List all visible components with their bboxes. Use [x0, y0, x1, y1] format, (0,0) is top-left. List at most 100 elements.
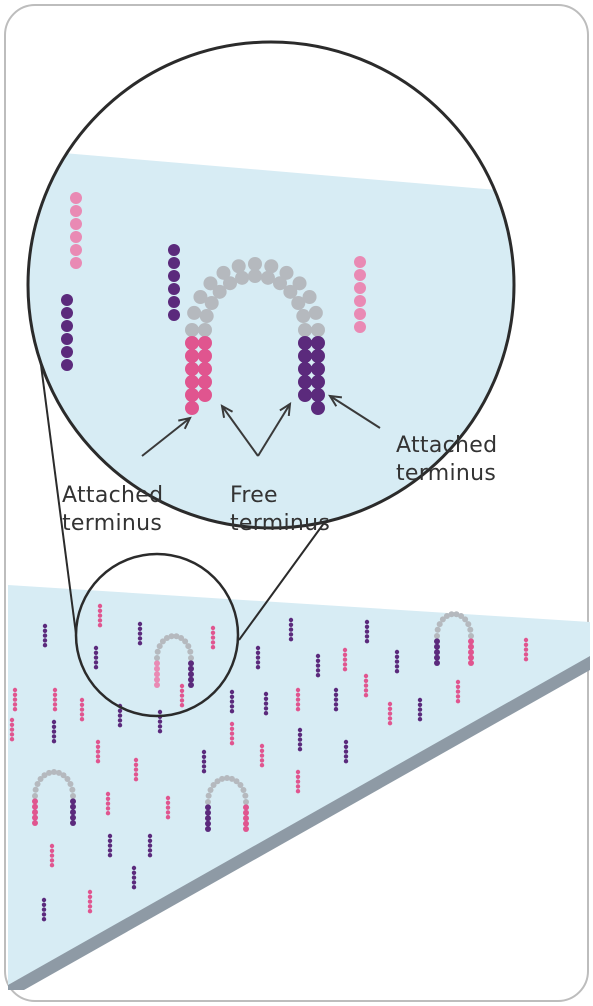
- strand-dot: [53, 697, 57, 701]
- strand-dot: [134, 777, 138, 781]
- bridge-dot: [200, 309, 214, 323]
- strand-dot: [456, 699, 460, 703]
- bridge-dot: [205, 826, 211, 832]
- strand-dot: [80, 703, 84, 707]
- strand-dot: [52, 720, 56, 724]
- strand-dot: [296, 707, 300, 711]
- strand-dot: [260, 749, 264, 753]
- strand-dot: [334, 693, 338, 697]
- bridge-dot: [468, 649, 474, 655]
- bridge-dot: [32, 798, 38, 804]
- strand-dot: [88, 904, 92, 908]
- strand-dot: [230, 731, 234, 735]
- strand-dot: [456, 680, 460, 684]
- bridge-dot: [434, 644, 440, 650]
- strand-dot: [106, 797, 110, 801]
- bridge-dot: [232, 259, 246, 273]
- label-line: Attached: [396, 432, 497, 460]
- strand-dot: [180, 693, 184, 697]
- strand-dot: [230, 722, 234, 726]
- surface-strand: [456, 680, 460, 704]
- strand-dot: [316, 654, 320, 658]
- strand-dot: [166, 796, 170, 800]
- strand-dot: [13, 693, 17, 697]
- strand-dot: [230, 709, 234, 713]
- surface-strand: [148, 834, 152, 858]
- strand-dot: [354, 308, 366, 320]
- strand-dot: [418, 707, 422, 711]
- surface-strand: [134, 758, 138, 782]
- strand-dot: [108, 843, 112, 847]
- strand-dot: [148, 848, 152, 852]
- strand-dot: [13, 707, 17, 711]
- strand-dot: [230, 736, 234, 740]
- strand-dot: [94, 660, 98, 664]
- strand-dot: [134, 763, 138, 767]
- strand-dot: [211, 645, 215, 649]
- bridge-dot: [468, 644, 474, 650]
- strand-dot: [289, 618, 293, 622]
- strand-dot: [10, 723, 14, 727]
- surface-strand: [108, 834, 112, 858]
- surface-strand: [256, 646, 260, 670]
- strand-dot: [88, 890, 92, 894]
- strand-dot: [52, 739, 56, 743]
- strand-dot: [50, 844, 54, 848]
- bridge-dot: [311, 323, 325, 337]
- strand-dot: [94, 651, 98, 655]
- strand-dot: [316, 668, 320, 672]
- bridge-dot: [243, 815, 249, 821]
- strand-dot: [166, 805, 170, 809]
- bridge-dot: [293, 276, 307, 290]
- strand-dot: [88, 899, 92, 903]
- surface-strand: [298, 728, 302, 752]
- strand-dot: [298, 747, 302, 751]
- strand-dot: [168, 244, 180, 256]
- strand-dot: [211, 626, 215, 630]
- strand-dot: [296, 702, 300, 706]
- bridge-dot: [311, 336, 325, 350]
- strand-dot: [50, 853, 54, 857]
- strand-dot: [106, 792, 110, 796]
- strand-dot: [289, 627, 293, 631]
- strand-dot: [364, 688, 368, 692]
- bridge-dot: [70, 804, 76, 810]
- surface-strand: [106, 792, 110, 816]
- strand-dot: [168, 296, 180, 308]
- bridge-dot: [188, 666, 194, 672]
- bridge-dot: [243, 821, 249, 827]
- strand-dot: [96, 745, 100, 749]
- strand-dot: [98, 604, 102, 608]
- bridge-dot: [198, 362, 212, 376]
- bridge-dot: [154, 666, 160, 672]
- strand-dot: [344, 749, 348, 753]
- strand-dot: [80, 707, 84, 711]
- bridge-dot: [311, 375, 325, 389]
- bridge-dot: [193, 290, 207, 304]
- surface-strand: [52, 720, 56, 744]
- strand-dot: [108, 839, 112, 843]
- strand-dot: [42, 917, 46, 921]
- strand-dot: [230, 727, 234, 731]
- strand-dot: [365, 625, 369, 629]
- strand-dot: [42, 898, 46, 902]
- bridge-dot: [67, 781, 73, 787]
- bridge-dot: [198, 349, 212, 363]
- surface-strand: [365, 620, 369, 644]
- strand-dot: [61, 359, 73, 371]
- bridge-dot: [198, 336, 212, 350]
- bridge-dot: [208, 787, 214, 793]
- strand-dot: [298, 728, 302, 732]
- strand-dot: [118, 723, 122, 727]
- strand-dot: [388, 716, 392, 720]
- strand-dot: [132, 880, 136, 884]
- strand-dot: [264, 706, 268, 710]
- strand-dot: [260, 744, 264, 748]
- strand-dot: [13, 702, 17, 706]
- surface-strand: [316, 654, 320, 678]
- strand-dot: [13, 697, 17, 701]
- strand-dot: [365, 634, 369, 638]
- strand-dot: [264, 697, 268, 701]
- bridge-dot: [248, 269, 262, 283]
- strand-dot: [296, 697, 300, 701]
